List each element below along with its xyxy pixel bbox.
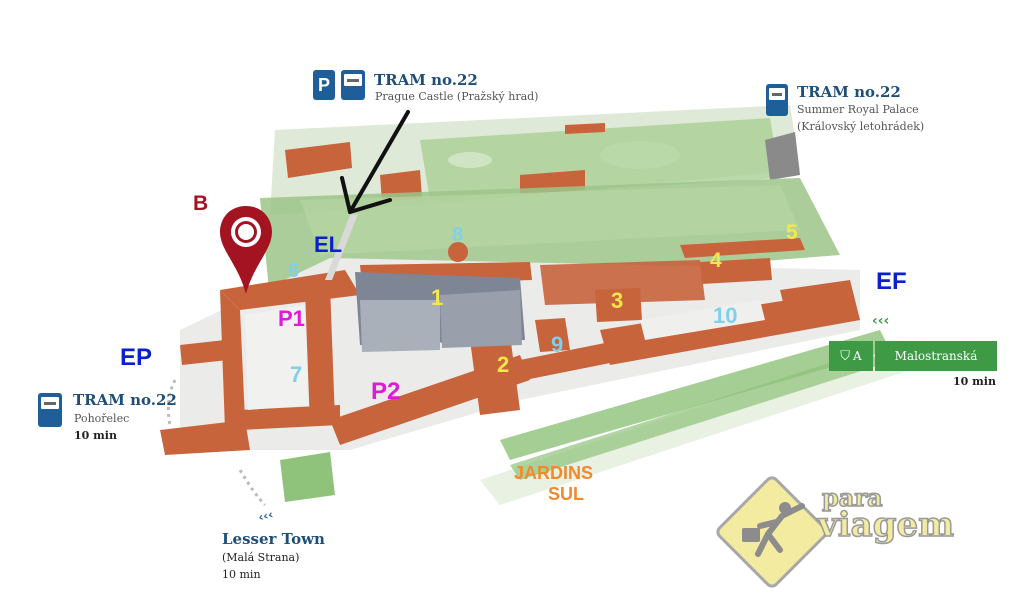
tram-sign-icon [341, 70, 365, 100]
entrance-ef: EF [876, 268, 907, 295]
metro-icon: ⛉ [840, 348, 851, 364]
castle-courtyard-ground [180, 258, 860, 450]
tram-sign-icon [766, 84, 788, 116]
poi-3: 3 [611, 288, 624, 313]
tram-right-title[interactable]: TRAM no.22 [797, 83, 901, 101]
parking-p1: P1 [278, 306, 305, 331]
poi-10: 10 [713, 303, 738, 328]
gardens-label-line1: JARDINS [514, 463, 594, 483]
tram-top-title[interactable]: TRAM no.22 [374, 71, 478, 89]
svg-text:‹‹‹: ‹‹‹ [872, 313, 889, 329]
metro-line-label: A [853, 349, 862, 363]
entrance-el: EL [314, 232, 343, 257]
parking-p2: P2 [371, 378, 401, 405]
tram-top-subtitle: Prague Castle (Pražský hrad) [375, 90, 539, 103]
poi-6: 6 [288, 260, 300, 282]
direction-arrow [340, 110, 410, 214]
poi-5: 5 [786, 221, 798, 244]
watermark-line2: viagem [817, 505, 955, 545]
watermark-line1: para [821, 483, 883, 512]
poi-2: 2 [497, 352, 510, 377]
gardens-label-line2: SUL [548, 484, 584, 504]
location-label-b: B [193, 192, 209, 215]
entrance-ep: EP [120, 344, 153, 371]
poi-1: 1 [431, 285, 444, 310]
lesser-town-title[interactable]: Lesser Town [222, 530, 325, 548]
parking-sign-icon: P [313, 70, 335, 100]
poi-8: 8 [452, 224, 464, 246]
paraviagem-logo-icon [716, 476, 828, 588]
metro-line-segment: ⛉ A [829, 341, 873, 371]
tram-left-time: 10 min [74, 429, 117, 442]
metro-time: 10 min [953, 375, 996, 388]
metro-station-name: Malostranská [875, 341, 997, 371]
tram-left-subtitle: Pohořelec [74, 412, 130, 425]
tram-sign-icon [38, 393, 62, 427]
poi-7: 7 [290, 362, 303, 387]
metro-station-badge[interactable]: ⛉ A Malostranská [829, 341, 997, 371]
tram-left-title[interactable]: TRAM no.22 [73, 391, 177, 409]
lesser-town-subtitle: (Malá Strana) [222, 551, 300, 564]
location-pin-icon[interactable] [218, 204, 274, 296]
svg-text:‹‹‹: ‹‹‹ [257, 507, 275, 524]
lesser-town-time: 10 min [222, 568, 261, 581]
tram-right-subtitle-1: Summer Royal Palace [797, 103, 919, 116]
poi-4: 4 [710, 249, 722, 272]
tram-right-subtitle-2: (Královský letohrádek) [797, 120, 925, 133]
poi-9: 9 [551, 332, 564, 357]
